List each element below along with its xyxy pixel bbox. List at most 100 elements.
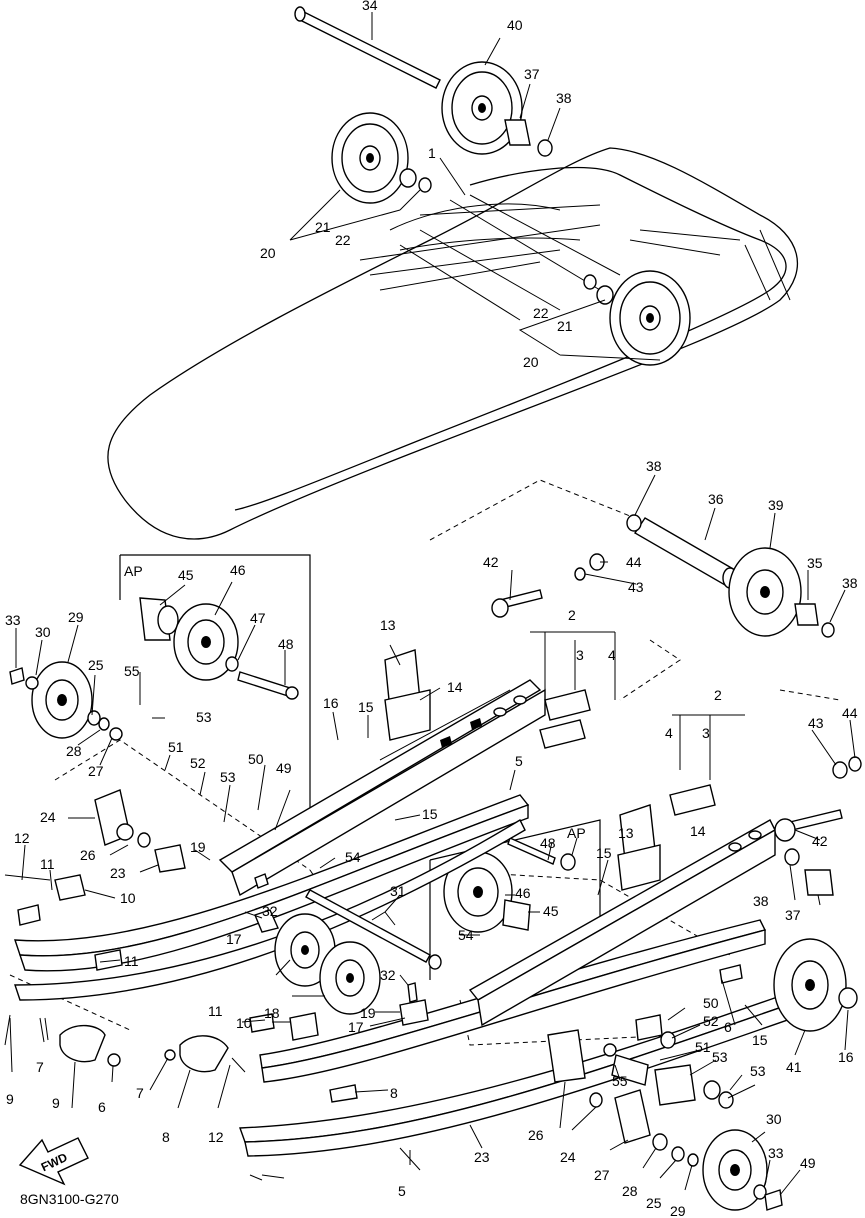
callout: 53 (220, 769, 236, 785)
callout: 34 (362, 0, 378, 13)
callout: 8 (162, 1129, 170, 1145)
callout: 26 (528, 1127, 544, 1143)
left-slide-rail (218, 679, 546, 897)
callout: 43 (808, 715, 824, 731)
callout: 25 (646, 1195, 662, 1211)
callout: 4 (608, 647, 616, 663)
callout: 50 (703, 995, 719, 1011)
callout: 4 (665, 725, 673, 741)
callout: 32 (262, 903, 278, 919)
callout: 35 (807, 555, 823, 571)
callout: 42 (812, 833, 828, 849)
callout: 14 (447, 679, 463, 695)
callout: 7 (136, 1085, 144, 1101)
callout: 32 (380, 967, 396, 983)
ap-box-right: AP (429, 819, 601, 980)
callout: 20 (523, 354, 539, 370)
callout: 29 (670, 1203, 686, 1218)
callout: 42 (483, 554, 499, 570)
callout: 50 (248, 751, 264, 767)
callout: 10 (236, 1015, 252, 1031)
callout: 52 (703, 1013, 719, 1029)
track-belt (107, 147, 799, 540)
callout: 54 (345, 849, 361, 865)
callout: 3 (576, 647, 584, 663)
callout: 38 (556, 90, 572, 106)
callout: 38 (842, 575, 858, 591)
callout: 38 (646, 458, 662, 474)
callout: 44 (626, 554, 642, 570)
callout: 55 (612, 1073, 628, 1089)
callout: 1 (428, 145, 436, 161)
ap-label-left: AP (124, 563, 143, 579)
callout: 30 (766, 1111, 782, 1127)
callout: 15 (358, 699, 374, 715)
callout: 36 (708, 491, 724, 507)
callout: 26 (80, 847, 96, 863)
callout: 49 (800, 1155, 816, 1171)
callout: 39 (768, 497, 784, 513)
callout: 27 (594, 1167, 610, 1183)
callout: 31 (390, 883, 406, 899)
rear-axle-shaft (295, 9, 441, 89)
callout: 12 (208, 1129, 224, 1145)
leader-lines (9, 12, 856, 1196)
callout: 17 (348, 1019, 364, 1035)
left-bracket (384, 649, 431, 741)
top-axle-assembly (289, 6, 691, 366)
callout: 22 (335, 232, 351, 248)
callout: 20 (260, 245, 276, 261)
right-bracket (617, 804, 661, 891)
callout: 16 (323, 695, 339, 711)
callout: 7 (36, 1059, 44, 1075)
left-long-rail (14, 794, 530, 1001)
callout: 3 (702, 725, 710, 741)
callout: 9 (6, 1091, 14, 1107)
callout: 46 (515, 885, 531, 901)
callout: 53 (196, 709, 212, 725)
callout: 29 (68, 609, 84, 625)
ap-box-left: AP (119, 554, 311, 850)
right-small-parts (491, 514, 862, 1211)
callout: 44 (842, 705, 858, 721)
callout: 40 (507, 17, 523, 33)
callout: 47 (250, 610, 266, 626)
callout: 33 (768, 1145, 784, 1161)
idler-wheel-left (331, 112, 409, 204)
callout: 51 (695, 1039, 711, 1055)
callout: 49 (276, 760, 292, 776)
callout: 48 (278, 636, 294, 652)
fwd-arrow-icon: FWD (18, 1137, 89, 1186)
callout: 12 (14, 830, 30, 846)
callout: 10 (120, 890, 136, 906)
callout: 11 (40, 856, 55, 872)
callout: 53 (712, 1049, 728, 1065)
callout: 6 (98, 1099, 106, 1115)
callout: 45 (178, 567, 194, 583)
callout: 15 (596, 845, 612, 861)
callout: 19 (360, 1005, 376, 1021)
callout: 41 (786, 1059, 802, 1075)
callout: 55 (124, 663, 140, 679)
callout: 25 (88, 657, 104, 673)
callout: 28 (66, 743, 82, 759)
diagram-code: 8GN3100-G270 (20, 1191, 119, 1207)
callout: 11 (208, 1003, 223, 1019)
callout: 24 (560, 1149, 576, 1165)
callout: 8 (390, 1085, 398, 1101)
callout: 52 (190, 755, 206, 771)
callout: 15 (752, 1032, 768, 1048)
callout: 46 (230, 562, 246, 578)
callout: 23 (474, 1149, 490, 1165)
idler-wheel-top (441, 61, 523, 155)
callout: 5 (515, 753, 523, 769)
callout: 37 (785, 907, 801, 923)
callout: 2 (714, 687, 722, 703)
callout: 19 (190, 839, 206, 855)
callout: 27 (88, 763, 104, 779)
callout: 51 (168, 739, 184, 755)
callout: 30 (35, 624, 51, 640)
callout: 23 (110, 865, 126, 881)
callout: 28 (622, 1183, 638, 1199)
